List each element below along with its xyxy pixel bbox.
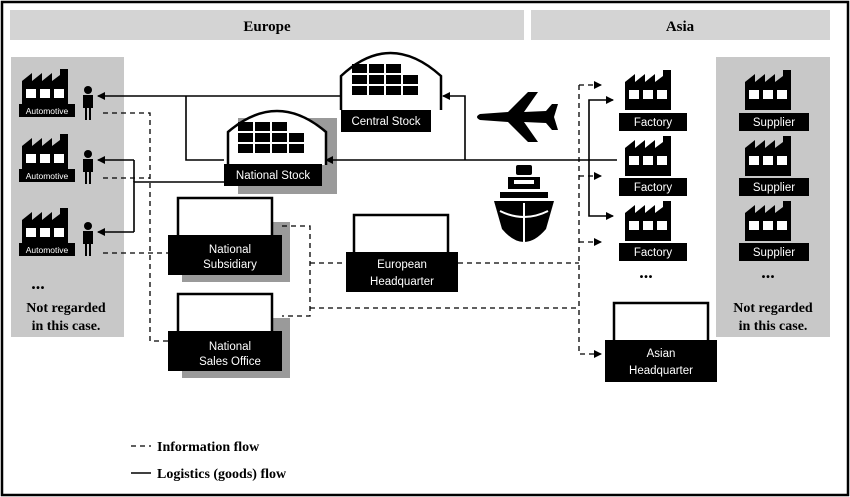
- factory-2: Factory: [619, 136, 687, 196]
- factory-label: Factory: [634, 117, 673, 129]
- info-subsidiary-to-sales-office: [282, 225, 311, 317]
- supplier-3: Supplier: [739, 201, 809, 261]
- info-customer1-to-sales-office: [103, 112, 168, 342]
- customer-label: Automotive: [26, 106, 69, 116]
- flow-to-factory1: [588, 96, 614, 160]
- asian-headquarter: Asian Headquarter: [605, 301, 717, 382]
- customer-label: Automotive: [26, 245, 69, 255]
- supplier-label: Supplier: [753, 182, 795, 194]
- central-stock-label: Central Stock: [351, 116, 420, 128]
- national-subsidiary: National Subsidiary: [168, 196, 290, 282]
- customer-automotive-3: Automotive: [19, 208, 93, 256]
- info-trunk-to-asian-hq: [578, 85, 602, 358]
- asian-hq-line2: Headquarter: [629, 365, 693, 377]
- supplier-label: Supplier: [753, 117, 795, 129]
- factory-3: Factory: [619, 201, 687, 261]
- sales-office-line2: Sales Office: [199, 356, 261, 368]
- factory-1: Factory: [619, 70, 687, 131]
- flow-central-branch: [185, 96, 224, 161]
- customer-note-line1: Not regarded: [26, 301, 106, 316]
- asian-hq-line1: Asian: [647, 348, 676, 360]
- factory-ellipsis: ...: [639, 262, 653, 282]
- supplier-note-line1: Not regarded: [733, 301, 813, 316]
- legend-logistics-flow: Logistics (goods) flow: [157, 467, 287, 482]
- ship-icon: [494, 165, 554, 247]
- central-stock: Central Stock: [339, 51, 443, 132]
- subsidiary-line2: Subsidiary: [203, 259, 257, 271]
- factory-label: Factory: [634, 247, 673, 259]
- factory-label: Factory: [634, 182, 673, 194]
- europe-header: [10, 10, 524, 40]
- national-sales-office: National Sales Office: [168, 292, 290, 378]
- legend-information-flow: Information flow: [157, 440, 260, 455]
- supplier-label: Supplier: [753, 247, 795, 259]
- european-hq-line2: Headquarter: [370, 276, 434, 288]
- national-stock-label: National Stock: [236, 170, 310, 182]
- subsidiary-line1: National: [209, 244, 251, 256]
- legend: Information flow Logistics (goods) flow: [131, 440, 287, 482]
- customer-automotive-1: Automotive: [19, 69, 93, 120]
- asia-header: [531, 10, 830, 40]
- asia-title: Asia: [666, 19, 695, 35]
- national-stock: National Stock: [224, 109, 337, 194]
- supplier-2: Supplier: [739, 136, 809, 196]
- europe-title: Europe: [243, 19, 291, 35]
- flow-to-factory3: [588, 160, 614, 220]
- european-hq-line1: European: [377, 259, 427, 271]
- customer-ellipsis: ...: [31, 273, 45, 293]
- airplane-icon: [477, 92, 558, 142]
- customer-label: Automotive: [26, 171, 69, 181]
- supplier-ellipsis: ...: [761, 262, 775, 282]
- supplier-1: Supplier: [739, 70, 809, 131]
- flow-asia-to-central-stock: [442, 92, 466, 160]
- customer-note-line2: in this case.: [32, 319, 101, 334]
- european-headquarter: European Headquarter: [346, 213, 458, 292]
- sales-office-line1: National: [209, 341, 251, 353]
- supplier-note-line2: in this case.: [739, 319, 808, 334]
- customer-automotive-2: Automotive: [19, 134, 93, 184]
